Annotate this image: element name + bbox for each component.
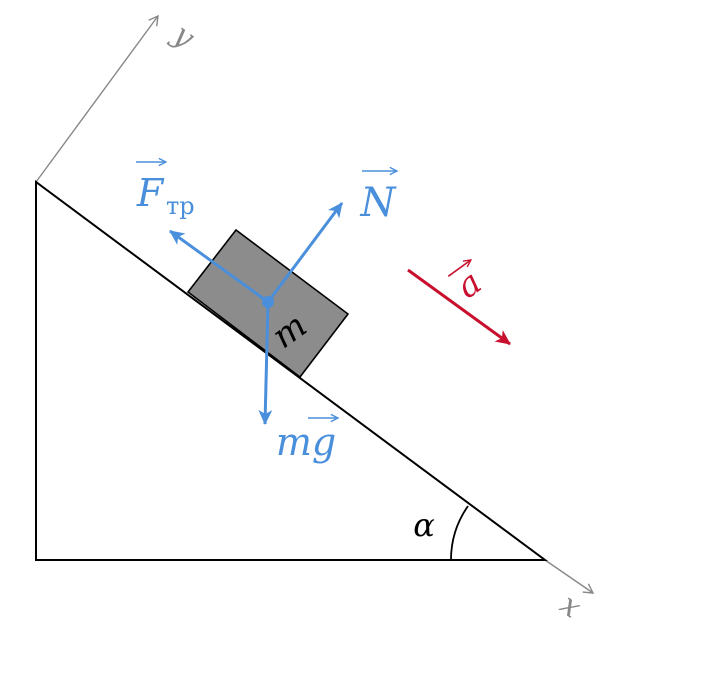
friction-force-label: F: [136, 171, 165, 215]
gravity-force-arrow: [258, 301, 273, 425]
gravity-force-label: mg: [276, 420, 336, 464]
angle-label: α: [413, 506, 435, 544]
angle-arc: [450, 505, 469, 561]
acceleration-vector-mark-icon: [447, 260, 471, 277]
acceleration-label: a: [449, 262, 489, 306]
x-axis-label: x: [553, 587, 587, 625]
acceleration-arrow: [407, 268, 511, 346]
y-axis-label: y: [165, 16, 202, 56]
friction-force-arrow: [169, 229, 269, 304]
incline-triangle: [35, 180, 549, 561]
friction-subscript-label: тр: [166, 192, 195, 220]
y-axis: [35, 14, 159, 183]
x-axis: [544, 559, 595, 594]
normal-force-label: N: [360, 180, 398, 226]
center-of-mass-dot: [262, 296, 274, 308]
normal-force-arrow: [266, 202, 344, 303]
